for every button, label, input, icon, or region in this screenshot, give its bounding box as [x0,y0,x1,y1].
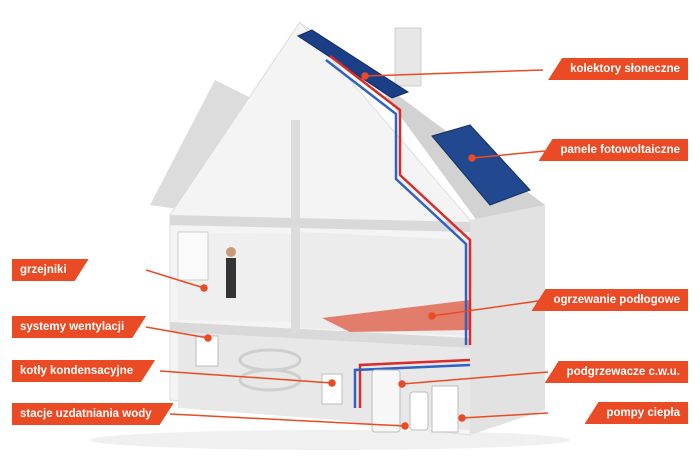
leader-lines [145,69,549,430]
leader-dot-pv [468,154,476,162]
label-pv-panels: panele fotowoltaiczne [538,139,688,161]
pv-panel [431,124,531,206]
person-head [226,247,236,257]
window [177,231,209,281]
label-radiators: grzejniki [12,259,89,281]
label-floor-heating: ogrzewanie podłogowe [531,289,688,311]
leader-dot-pumps [458,414,466,422]
water-heater-tank [371,369,401,433]
solar-collector-panel [296,29,410,99]
basement-hot-pipe [358,358,471,408]
leader-dot-water [401,422,409,430]
label-solar-collectors: kolektory słoneczne [548,58,688,80]
chimney [394,27,422,87]
floor-slab-middle [170,322,470,348]
cold-pipe [325,59,468,345]
water-treatment-unit [409,391,429,431]
person-figure [226,258,236,298]
leader-water-treatment [169,413,406,427]
leader-dot-solar [361,72,369,80]
leader-dot-boilers [328,379,336,387]
heat-pump-unit [431,385,459,433]
condensing-boiler [321,373,343,405]
interior-wall [291,225,300,333]
label-condensing-boilers: kotły kondensacyjne [12,360,155,382]
interior-wall-attic [291,120,300,220]
side-wall [470,205,545,435]
leader-ventilation [145,326,209,339]
spiral-stairs-upper [238,348,302,372]
leader-radiators [145,269,205,289]
leader-pv [471,150,546,159]
leader-dot-heaters [398,380,406,388]
leader-heat-pumps [461,412,549,419]
label-ventilation: systemy wentylacji [12,316,146,338]
hot-pipe [329,55,472,345]
basement-cold-pipe [353,363,471,408]
leader-water-heaters [401,371,549,385]
leader-dot-radiators [200,284,208,292]
label-water-treatment: stacje uzdatniania wody [12,403,174,425]
label-water-heaters: podgrzewacze c.w.u. [544,361,688,383]
floor-slab-top [170,215,470,232]
label-heat-pumps: pompy ciepła [584,402,688,424]
leader-solar-collectors [364,69,544,77]
leader-dot-ventilation [204,334,212,342]
ground-shadow [90,430,570,450]
leader-dot-floor [428,312,436,320]
leader-floor-heating [431,299,546,317]
floor-heating-coils [322,300,470,332]
leader-boilers [159,370,333,384]
